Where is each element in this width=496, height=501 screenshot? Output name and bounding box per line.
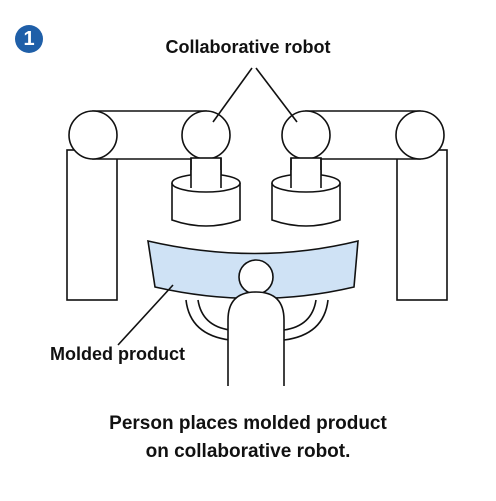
leader-robot-right <box>255 67 298 123</box>
left-shoulder-joint <box>68 110 118 160</box>
left-gripper-cup <box>171 183 241 227</box>
right-robot-base <box>396 149 448 301</box>
left-elbow-joint <box>181 110 231 160</box>
step-number-badge: 1 <box>15 25 43 53</box>
leader-robot-left <box>212 67 253 123</box>
product-ball <box>238 259 274 295</box>
person-arm <box>227 291 285 386</box>
left-robot-base <box>66 149 118 301</box>
molded-product-label: Molded product <box>50 344 185 364</box>
right-gripper-cup <box>271 183 341 227</box>
robot-label: Collaborative robot <box>165 37 331 57</box>
support-ring-left <box>185 299 231 341</box>
right-elbow-joint <box>281 110 331 160</box>
leader-product <box>117 284 174 346</box>
caption: Person places molded product on collabor… <box>0 410 496 466</box>
caption-line-2: on collaborative robot. <box>145 441 351 462</box>
support-ring-right <box>283 299 329 341</box>
right-shoulder-joint <box>395 110 445 160</box>
caption-line-1: Person places molded product <box>109 413 387 434</box>
